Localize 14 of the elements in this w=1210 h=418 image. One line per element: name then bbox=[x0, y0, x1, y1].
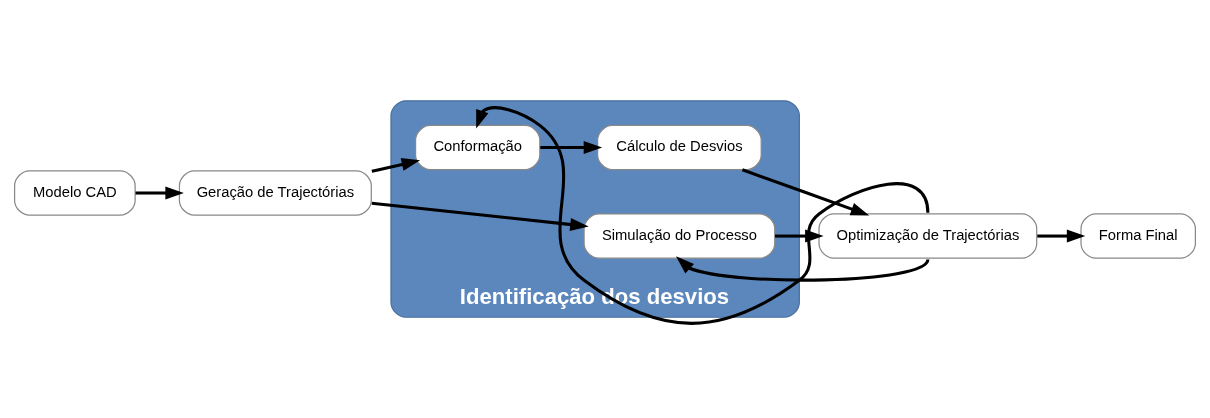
node-box: Geração de Trajectórias bbox=[178, 170, 372, 216]
arrow bbox=[741, 168, 870, 216]
node-box: Optimização de Trajectórias bbox=[818, 213, 1038, 259]
arrow bbox=[540, 141, 603, 154]
arrow bbox=[1037, 229, 1086, 243]
arrow bbox=[675, 256, 930, 282]
node-box: Cálculo de Desvios bbox=[597, 124, 762, 171]
arrow bbox=[371, 201, 589, 231]
node-box: Simulação do Processo bbox=[583, 213, 776, 259]
arrow bbox=[135, 186, 184, 200]
node-box: Modelo CAD bbox=[14, 170, 136, 216]
node-box: Conformação bbox=[414, 124, 541, 171]
arrow bbox=[476, 106, 930, 325]
node-box: Forma Final bbox=[1080, 213, 1196, 259]
